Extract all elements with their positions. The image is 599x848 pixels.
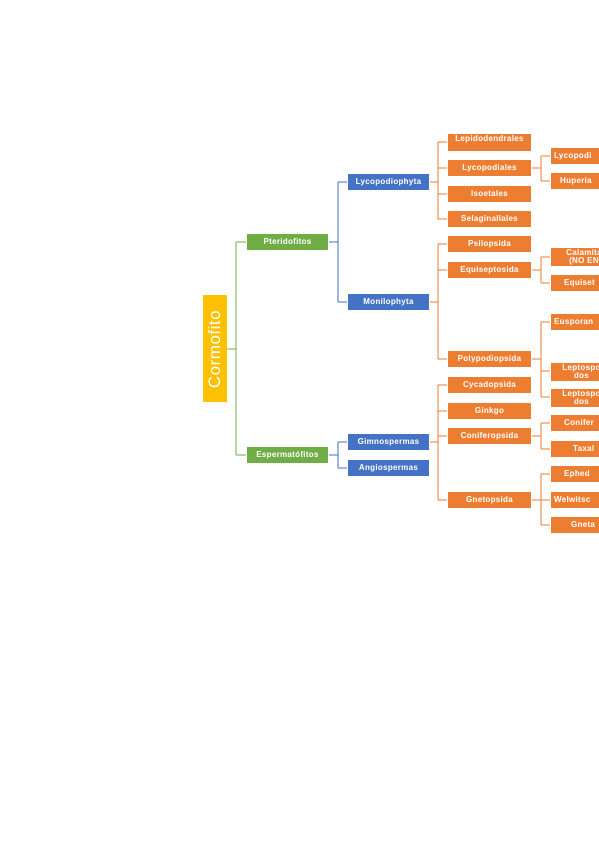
- node-gnetopsida: Gnetopsida: [447, 491, 532, 509]
- node-taxal: Taxal: [550, 440, 599, 458]
- node-polypodiopsida: Polypodiopsida: [447, 350, 532, 368]
- root-label: Cormofito: [205, 309, 224, 388]
- node-cycadopsida: Cycadopsida: [447, 376, 532, 394]
- node-monilophyta: Monilophyta: [347, 293, 430, 311]
- node-psilopsida: Psilopsida: [447, 235, 532, 253]
- node-calamita: Calamita (NO EN: [550, 247, 599, 267]
- node-angiospermas: Angiospermas: [347, 459, 430, 477]
- node-huperia: Huperia: [550, 172, 599, 190]
- node-selaginallales: Selaginallales: [447, 210, 532, 228]
- node-gimnospermas: Gimnospermas: [347, 433, 430, 451]
- node-espermatofitos: Espermatófitos: [246, 446, 329, 464]
- node-lycopodiales: Lycopodiales: [447, 159, 532, 177]
- node-eusporan: Eusporan: [550, 313, 599, 331]
- node-leptospo-1: Leptospo dos: [550, 362, 599, 382]
- node-lycopodiophyta: Lycopodiophyta: [347, 173, 430, 191]
- node-isoetales: Isoetales: [447, 185, 532, 203]
- node-conifer: Conifer: [550, 414, 599, 432]
- node-equiset: Equiset: [550, 274, 599, 292]
- node-equiseptosida: Equiseptosida: [447, 261, 532, 279]
- node-ephed: Ephed: [550, 465, 599, 483]
- node-coniferopsida: Coniferopsida: [447, 427, 532, 445]
- node-lepidodendrales: Lepidodendrales: [447, 133, 532, 152]
- node-gneta: Gneta: [550, 516, 599, 534]
- node-leptospo-2: Leptospo dos: [550, 388, 599, 408]
- node-ginkgo: Ginkgo: [447, 402, 532, 420]
- node-pteridofitos: Pteridofitos: [246, 233, 329, 251]
- node-welwitsc: Welwitsc: [550, 491, 599, 509]
- root-node-cormofito: Cormofito: [203, 295, 227, 402]
- node-lycopodi: Lycopodi: [550, 147, 599, 165]
